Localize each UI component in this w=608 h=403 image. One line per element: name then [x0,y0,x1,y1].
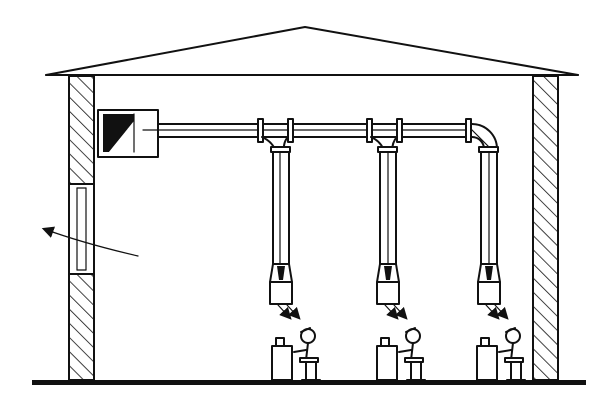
hood-airflow-arrows [277,304,509,320]
workstation-3 [476,327,526,381]
right-wall [532,75,559,381]
exhaust-fan-unit [97,109,159,158]
workstation-1 [271,327,321,381]
duct-drop-1 [261,136,293,305]
roof [45,26,579,76]
duct-drop-3 [477,146,501,305]
floor-line [32,380,586,385]
overhead-duct [142,118,498,150]
wall-window [68,183,95,275]
outflow-arrow [41,226,139,257]
duct-drop-2 [370,136,400,305]
workstation-2 [376,327,426,381]
